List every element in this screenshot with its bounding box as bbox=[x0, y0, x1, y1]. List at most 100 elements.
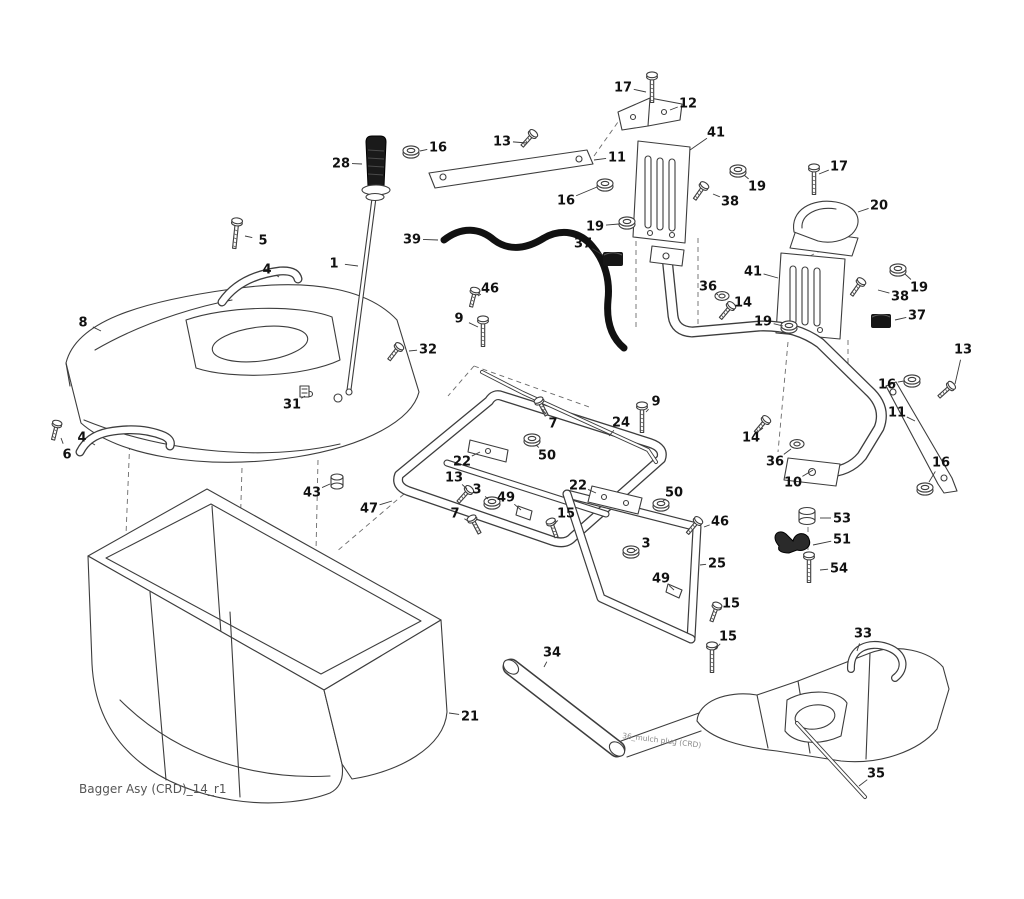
part-label-15: 15 bbox=[722, 597, 740, 612]
leader-line bbox=[512, 141, 528, 144]
leader-line bbox=[894, 316, 907, 321]
part-label-13: 13 bbox=[493, 135, 511, 150]
nut-16-icon bbox=[402, 145, 420, 159]
leader-line bbox=[92, 326, 102, 332]
part-label-31: 31 bbox=[283, 398, 301, 413]
part-label-15: 15 bbox=[719, 630, 737, 645]
leader-line bbox=[783, 448, 792, 455]
leader-line bbox=[732, 308, 735, 311]
part-label-22: 22 bbox=[453, 455, 471, 470]
leader-line bbox=[379, 500, 393, 506]
part-label-47: 47 bbox=[360, 502, 378, 517]
part-41-bracket-right bbox=[775, 252, 846, 340]
part-label-16: 16 bbox=[429, 141, 447, 156]
part-label-36: 36 bbox=[699, 280, 717, 295]
leader-line bbox=[858, 779, 868, 787]
screw-9-icon bbox=[636, 401, 648, 434]
leader-line bbox=[689, 137, 708, 151]
leader-line bbox=[715, 293, 719, 296]
screw-46-icon bbox=[465, 285, 482, 309]
leader-line bbox=[408, 349, 418, 352]
leader-line bbox=[712, 193, 720, 198]
part-label-49: 49 bbox=[652, 572, 670, 587]
part-53-cap-nut bbox=[798, 506, 816, 526]
part-label-4: 4 bbox=[77, 431, 86, 446]
leader-line bbox=[904, 273, 912, 280]
leader-line bbox=[461, 484, 468, 490]
part-41-bracket-top bbox=[632, 140, 691, 244]
nut-16-icon bbox=[916, 482, 934, 496]
part-label-33: 33 bbox=[854, 627, 872, 642]
leader-line bbox=[743, 174, 749, 180]
part-43-plug bbox=[330, 473, 344, 490]
leader-line bbox=[897, 380, 905, 383]
leader-line bbox=[928, 471, 936, 483]
part-20-latch bbox=[789, 200, 859, 257]
leader-line bbox=[812, 540, 832, 546]
pad-37-icon bbox=[870, 313, 892, 329]
part-4-handle-top bbox=[217, 266, 303, 307]
part-label-11: 11 bbox=[888, 406, 906, 421]
part-label-17: 17 bbox=[614, 81, 632, 96]
leader-line bbox=[275, 274, 280, 278]
leader-line bbox=[877, 289, 890, 294]
leader-line bbox=[448, 712, 460, 715]
part-label-19: 19 bbox=[748, 180, 766, 195]
part-label-50: 50 bbox=[665, 486, 683, 501]
leader-line bbox=[718, 608, 722, 611]
screw-5-icon bbox=[228, 216, 244, 250]
leader-line bbox=[541, 408, 547, 415]
part-label-10: 10 bbox=[784, 476, 802, 491]
part-label-38: 38 bbox=[721, 195, 739, 210]
leader-line bbox=[773, 323, 784, 327]
leader-line bbox=[669, 106, 678, 111]
part-label-38: 38 bbox=[891, 290, 909, 305]
nut-19-icon bbox=[780, 320, 798, 334]
part-label-43: 43 bbox=[303, 486, 321, 501]
part-label-8: 8 bbox=[78, 316, 87, 331]
part-label-37: 37 bbox=[908, 309, 926, 324]
leader-line bbox=[484, 496, 489, 500]
part-label-7: 7 bbox=[548, 417, 557, 432]
bolt-54-icon bbox=[803, 551, 815, 584]
part-label-32: 32 bbox=[419, 343, 437, 358]
screw-15-icon bbox=[706, 600, 724, 624]
leader-line bbox=[575, 186, 598, 197]
part-22-bracket-right bbox=[587, 485, 643, 515]
part-label-28: 28 bbox=[332, 157, 350, 172]
part-11-strap-right bbox=[885, 381, 958, 494]
leader-line bbox=[321, 483, 331, 488]
part-label-17: 17 bbox=[830, 160, 848, 175]
part-label-50: 50 bbox=[538, 449, 556, 464]
leader-line bbox=[301, 395, 306, 399]
part-label-3: 3 bbox=[472, 483, 481, 498]
washer-36-icon bbox=[789, 439, 805, 449]
part-label-15: 15 bbox=[557, 507, 575, 522]
leader-line bbox=[477, 293, 482, 297]
part-49-brace-right bbox=[665, 583, 683, 599]
part-1-support-rod bbox=[345, 195, 377, 396]
leader-line bbox=[634, 549, 638, 552]
screw-6-icon bbox=[47, 418, 64, 442]
nut-3-icon bbox=[622, 545, 640, 559]
part-label-12: 12 bbox=[679, 97, 697, 112]
leader-line bbox=[633, 88, 647, 93]
leader-line bbox=[592, 248, 604, 256]
part-label-4: 4 bbox=[262, 263, 271, 278]
part-label-53: 53 bbox=[833, 512, 851, 527]
nut-16-icon bbox=[596, 178, 614, 192]
nut-19-icon bbox=[618, 216, 636, 230]
part-label-25: 25 bbox=[708, 557, 726, 572]
part-label-13: 13 bbox=[445, 471, 463, 486]
part-label-19: 19 bbox=[586, 220, 604, 235]
part-label-36: 36 bbox=[766, 455, 784, 470]
mulch-plug-text: 36_mulch plug (CRD) bbox=[622, 731, 702, 750]
part-label-16: 16 bbox=[878, 378, 896, 393]
leader-line bbox=[608, 430, 615, 437]
nut-19-icon bbox=[729, 164, 747, 178]
leader-line bbox=[552, 520, 559, 526]
part-35-rod bbox=[795, 721, 867, 799]
part-label-16: 16 bbox=[932, 456, 950, 471]
part-label-49: 49 bbox=[497, 491, 515, 506]
